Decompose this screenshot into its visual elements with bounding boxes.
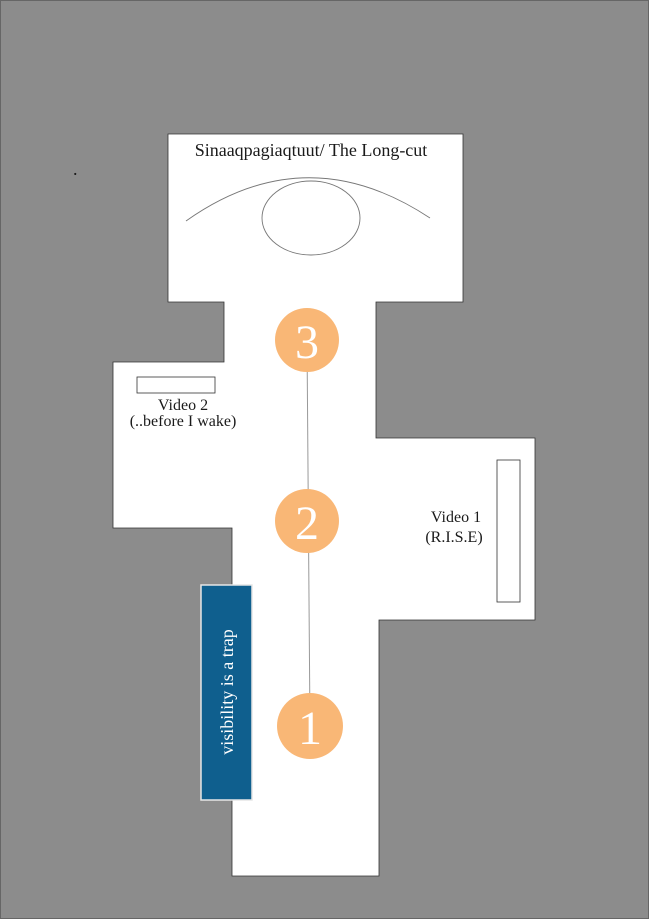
station-2-marker <box>275 489 339 553</box>
station-2: 2 <box>275 489 339 553</box>
video2-label: Video 2 <box>158 397 208 414</box>
stray-dot: . <box>73 159 78 179</box>
banner-text: visibility is a trap <box>217 629 237 755</box>
video1-screen <box>496 459 521 603</box>
video2-subtitle: (..before I wake) <box>130 413 237 430</box>
projection-screen <box>261 180 361 256</box>
station-1-number: 1 <box>298 702 322 755</box>
station-3-marker <box>275 308 339 372</box>
station-3-number: 3 <box>295 316 319 369</box>
station-2-number: 2 <box>295 497 319 550</box>
video2-screen <box>136 376 216 394</box>
exhibit-title: Sinaaqpagiaqtuut/ The Long-cut <box>195 140 428 160</box>
station-3: 3 <box>275 308 339 372</box>
projection-arc <box>185 177 431 222</box>
station-1: 1 <box>277 693 343 759</box>
video1-subtitle: (R.I.S.E) <box>425 529 482 546</box>
banner <box>200 584 253 801</box>
video1-label: Video 1 <box>431 509 481 526</box>
station-1-marker <box>277 693 343 759</box>
